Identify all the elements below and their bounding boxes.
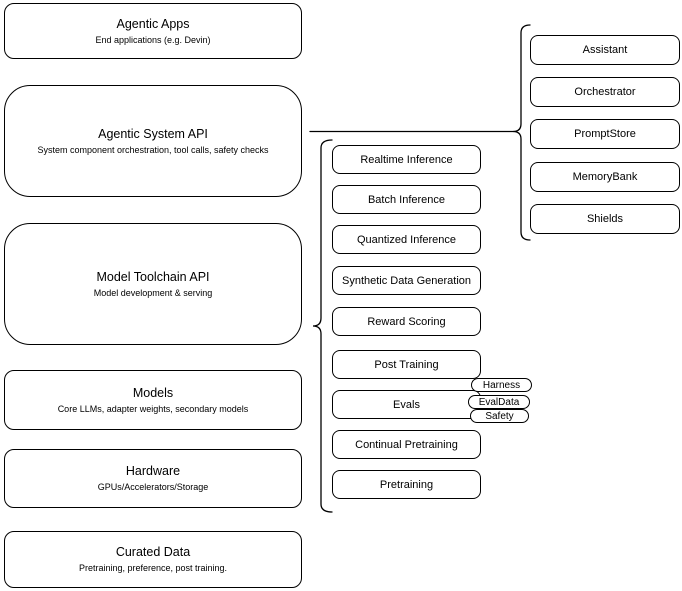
evals-tag-safety: Safety <box>470 409 529 423</box>
box-label: Assistant <box>582 44 628 56</box>
tag-label: EvalData <box>478 396 520 408</box>
box-subtitle: GPUs/Accelerators/Storage <box>97 482 209 492</box>
toolchain-reward-scoring: Reward Scoring <box>332 307 481 336</box>
box-label: PromptStore <box>574 128 636 140</box>
box-title: Curated Data <box>115 545 191 559</box>
layer-models: Models Core LLMs, adapter weights, secon… <box>4 370 302 430</box>
box-label: Quantized Inference <box>356 233 457 246</box>
box-label: Post Training <box>374 358 439 371</box>
box-label: Batch Inference <box>367 193 446 206</box>
box-title: Hardware <box>125 464 181 478</box>
box-title: Agentic System API <box>98 126 208 141</box>
component-orchestrator: Orchestrator <box>530 77 680 107</box>
toolchain-realtime-inference: Realtime Inference <box>332 145 481 174</box>
box-title: Model Toolchain API <box>96 269 210 284</box>
component-shields: Shields <box>530 204 680 234</box>
box-subtitle: Pretraining, preference, post training. <box>78 563 228 573</box>
layer-curated-data: Curated Data Pretraining, preference, po… <box>4 531 302 588</box>
evals-tag-harness: Harness <box>471 378 532 392</box>
box-label: Shields <box>586 213 624 225</box>
box-label: Continual Pretraining <box>355 438 458 451</box>
box-label: Orchestrator <box>574 86 636 98</box>
component-promptstore: PromptStore <box>530 119 680 149</box>
box-label: MemoryBank <box>572 171 638 183</box>
layer-model-toolchain-api: Model Toolchain API Model development & … <box>4 223 302 345</box>
layer-agentic-system-api: Agentic System API System component orch… <box>4 85 302 197</box>
box-label: Reward Scoring <box>367 315 446 328</box>
box-label: Pretraining <box>379 478 434 491</box>
component-memorybank: MemoryBank <box>530 162 680 192</box>
toolchain-pretraining: Pretraining <box>332 470 481 499</box>
tag-label: Safety <box>485 410 514 422</box>
layer-hardware: Hardware GPUs/Accelerators/Storage <box>4 449 302 508</box>
layer-agentic-apps: Agentic Apps End applications (e.g. Devi… <box>4 3 302 59</box>
middle-column-brace <box>312 139 333 513</box>
box-title: Agentic Apps <box>116 16 190 31</box>
box-label: Evals <box>393 398 420 411</box>
box-subtitle: End applications (e.g. Devin) <box>95 34 211 45</box>
box-label: Realtime Inference <box>360 153 453 166</box>
toolchain-batch-inference: Batch Inference <box>332 185 481 214</box>
toolchain-evals: Evals <box>332 390 481 419</box>
box-subtitle: System component orchestration, tool cal… <box>37 144 269 155</box>
box-title: Models <box>132 385 174 400</box>
box-label: Synthetic Data Generation <box>341 274 472 287</box>
toolchain-continual-pretraining: Continual Pretraining <box>332 430 481 459</box>
component-assistant: Assistant <box>530 35 680 65</box>
tag-label: Harness <box>482 379 521 391</box>
box-subtitle: Model development & serving <box>93 287 213 298</box>
toolchain-quantized-inference: Quantized Inference <box>332 225 481 254</box>
evals-tag-evaldata: EvalData <box>468 395 530 409</box>
toolchain-synthetic-data-generation: Synthetic Data Generation <box>332 266 481 295</box>
toolchain-post-training: Post Training <box>332 350 481 379</box>
box-subtitle: Core LLMs, adapter weights, secondary mo… <box>57 403 249 414</box>
right-column-brace <box>512 24 531 241</box>
